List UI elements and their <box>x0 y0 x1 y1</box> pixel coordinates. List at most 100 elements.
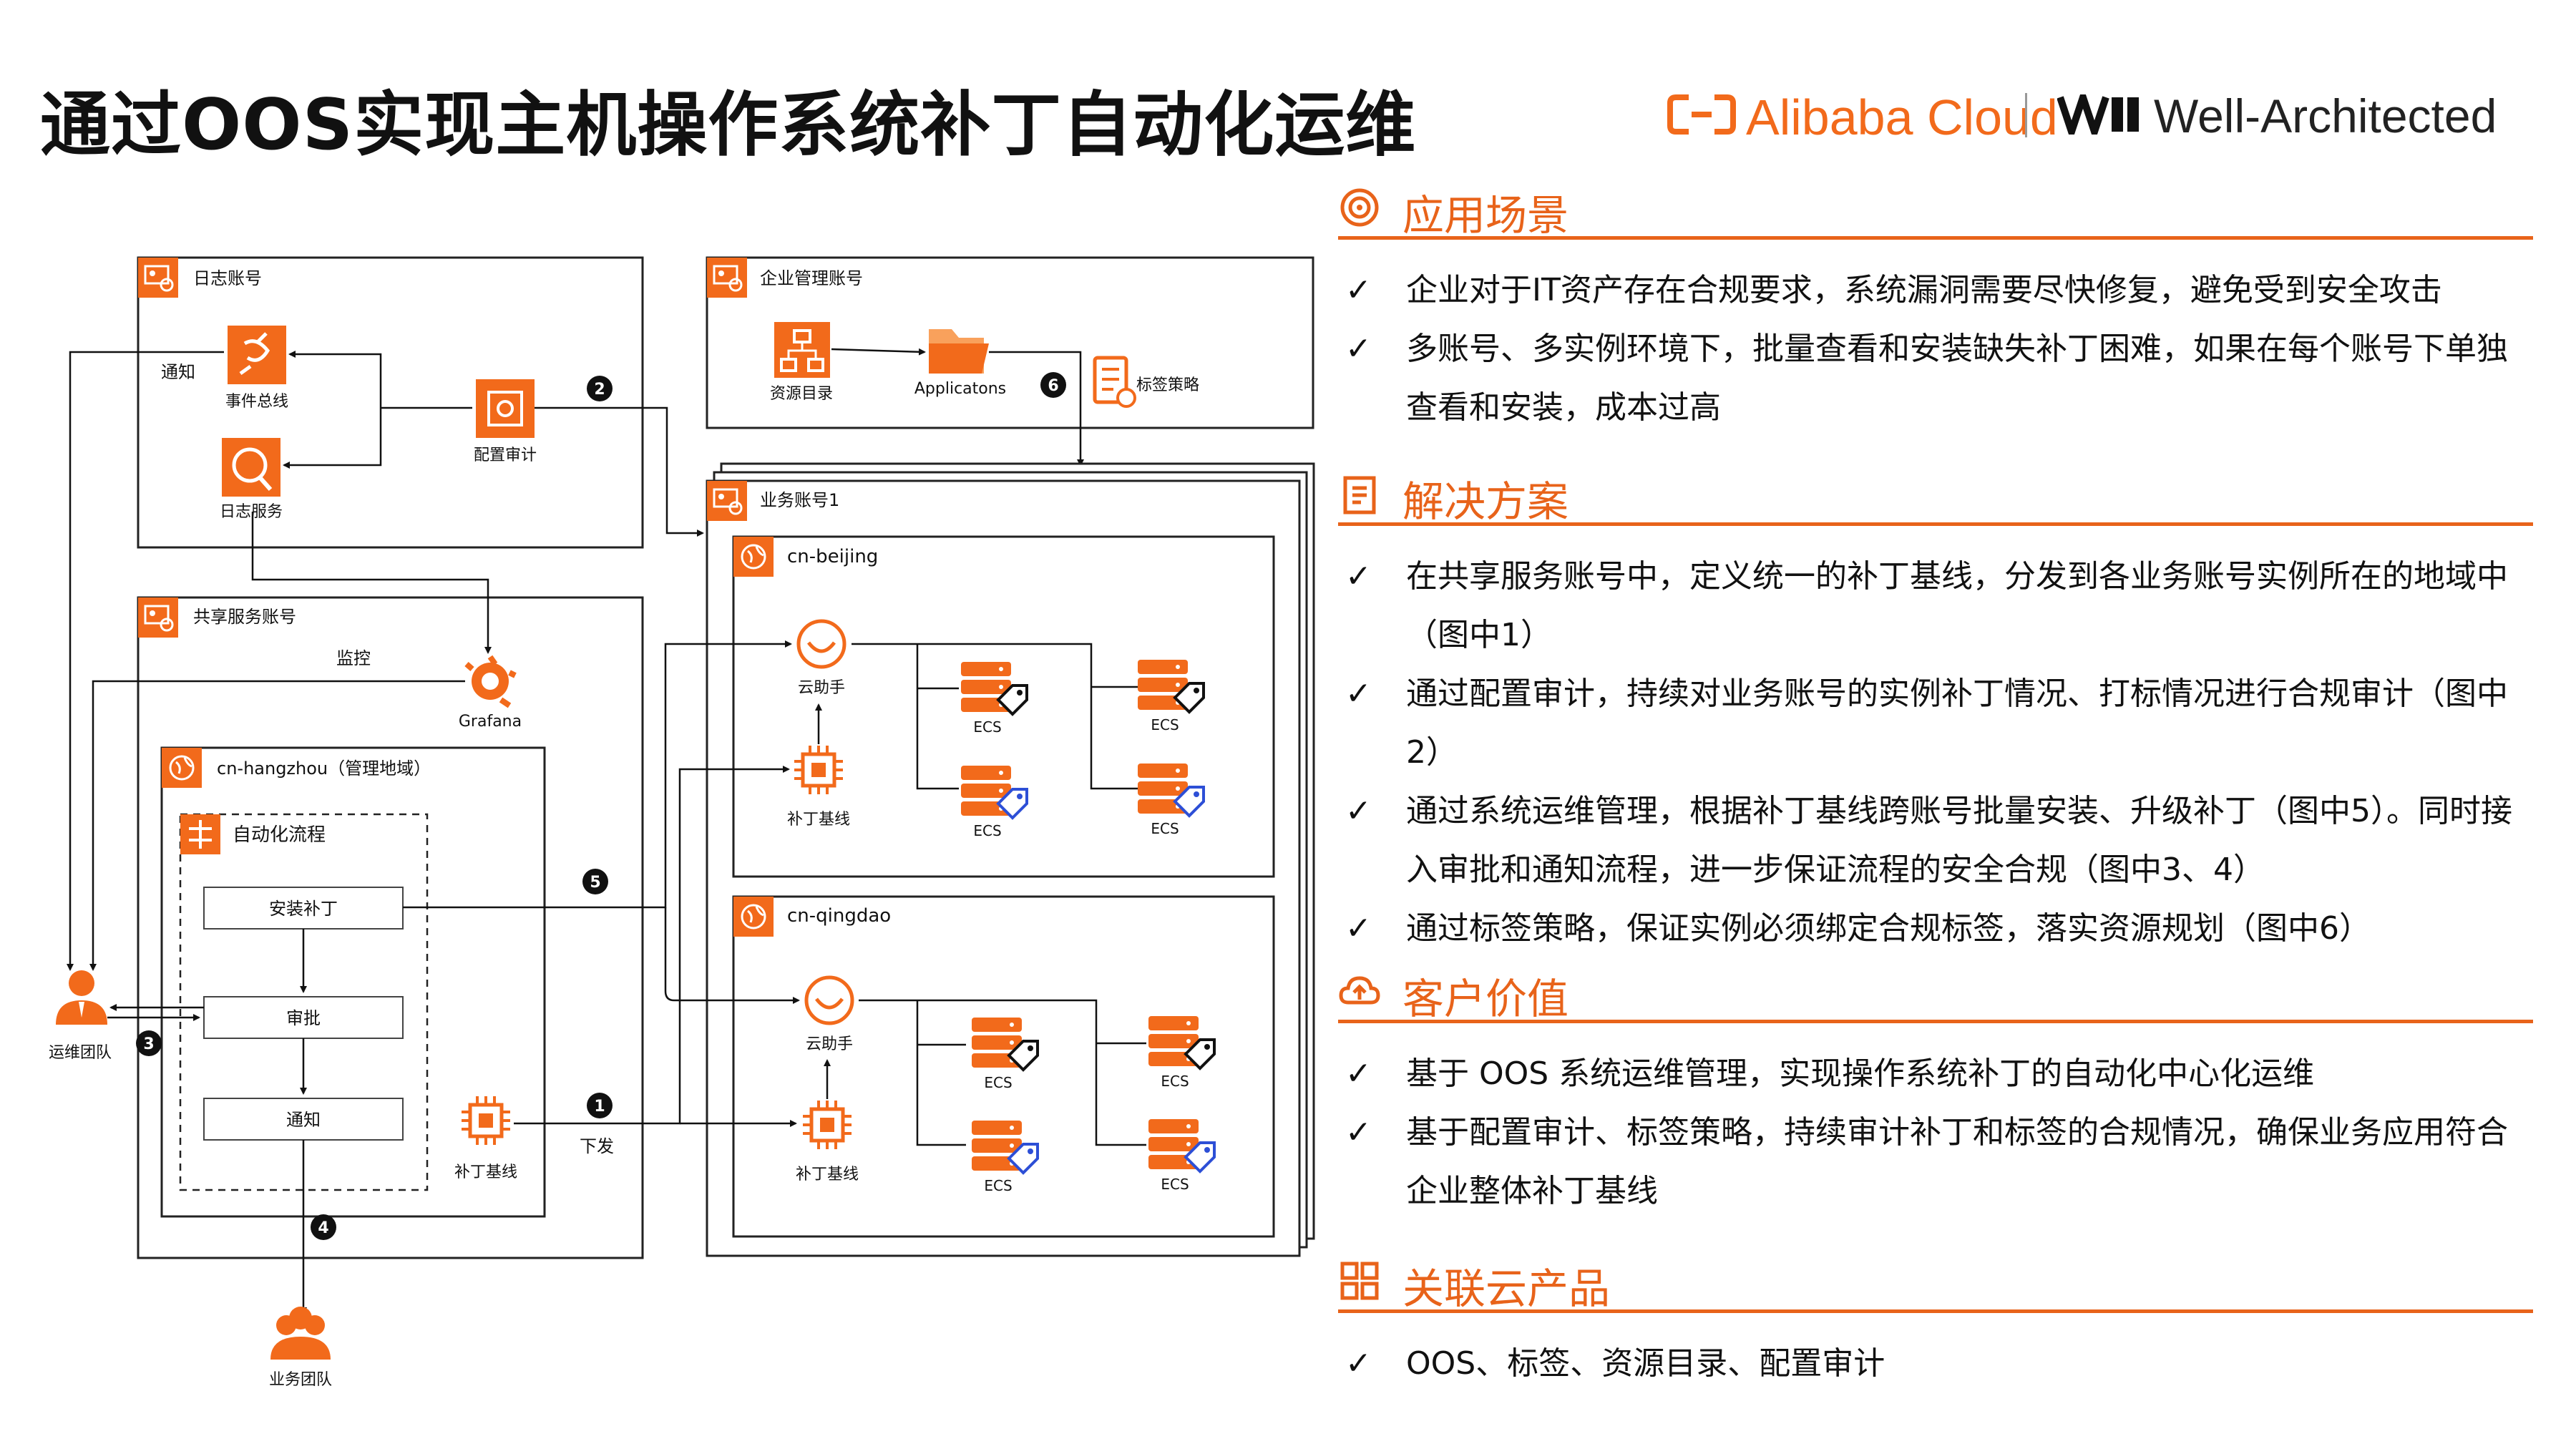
grid-icon <box>1340 1262 1379 1300</box>
baseline-label: 补丁基线 <box>796 1166 859 1184</box>
section-divider <box>1338 1020 2533 1023</box>
beijing-label: cn-beijing <box>787 546 878 567</box>
notify-step <box>203 1098 404 1141</box>
monitor-label: 监控 <box>336 648 371 668</box>
eventbridge-label: 事件总线 <box>225 393 288 411</box>
grafana-label: Grafana <box>459 713 522 731</box>
workflow-box <box>179 813 429 1191</box>
alibaba-cloud-logo-icon <box>1667 94 1736 135</box>
arrow-install-to-qingdao <box>664 907 800 1004</box>
assistant-to-ecs-lines <box>859 999 1146 1146</box>
config-audit-label: 配置审计 <box>474 447 537 464</box>
well-architected-wordmark: Well-Architected <box>2154 89 2497 142</box>
assistant-label: 云助手 <box>798 679 845 697</box>
notify-label: 通知 <box>161 362 195 382</box>
hangzhou-label: cn-hangzhou（管理地域） <box>217 758 431 779</box>
shared-account-label: 共享服务账号 <box>193 607 296 627</box>
resource-directory-icon <box>774 322 830 378</box>
biz-account-label: 业务账号1 <box>760 490 839 510</box>
section-products-header: 关联云产品 <box>1331 1252 2533 1313</box>
eventbridge-icon <box>228 326 286 384</box>
approve-label: 审批 <box>286 1008 321 1028</box>
clipboard-icon <box>1343 476 1376 514</box>
arrow-rd-to-apps <box>831 348 926 356</box>
ecs-label: ECS <box>973 822 1001 839</box>
folder-icon <box>929 329 989 374</box>
ecs-label: ECS <box>1151 820 1179 837</box>
dispatch-label: 下发 <box>580 1136 614 1156</box>
account-icon <box>706 256 748 299</box>
notify-step-label: 通知 <box>286 1110 321 1130</box>
workflow-label: 自动化流程 <box>233 824 326 846</box>
log-account-label: 日志账号 <box>193 268 262 288</box>
alibaba-cloud-wordmark: Alibaba Cloud <box>1746 89 2058 145</box>
arrow-eventbridge-to-ops <box>67 351 224 971</box>
applications-label: Applicatons <box>914 380 1006 398</box>
approve-step <box>203 996 404 1039</box>
arrow-logservice-to-grafana <box>251 512 492 654</box>
log-service-icon <box>222 438 280 497</box>
section-divider <box>1338 522 2533 526</box>
section-solution-header: 解决方案 <box>1331 465 2533 526</box>
ecs-label: ECS <box>984 1177 1012 1194</box>
account-icon <box>706 479 748 522</box>
biz-team-label: 业务团队 <box>269 1371 332 1389</box>
assistant-label: 云助手 <box>806 1035 853 1053</box>
ops-team-icon <box>56 970 107 1025</box>
ops-team-label: 运维团队 <box>49 1044 112 1062</box>
svg-text:2: 2 <box>594 381 605 399</box>
patch-baseline-icon <box>462 1096 510 1145</box>
log-account-box <box>137 256 644 549</box>
assistant-to-ecs-lines <box>852 643 1138 790</box>
config-audit-icon <box>476 379 535 438</box>
step-badge-5: 5 <box>582 869 608 894</box>
svg-text:1: 1 <box>594 1098 605 1116</box>
step-badge-1: 1 <box>587 1093 613 1118</box>
page-title: 通过OOS实现主机操作系统补丁自动化运维 <box>40 84 1417 166</box>
section-title: 客户价值 <box>1402 975 1569 1023</box>
log-service-label: 日志服务 <box>220 503 283 521</box>
arrow-grafana-to-ops <box>89 680 465 971</box>
arrow-config-to-eventbridge <box>288 351 382 408</box>
account-icon <box>137 256 180 299</box>
svg-text:3: 3 <box>143 1035 154 1053</box>
account-icon <box>137 596 180 639</box>
arrow-tag-policy-to-biz <box>989 351 1084 467</box>
svg-text:4: 4 <box>318 1219 328 1237</box>
section-scenario-header: 应用场景 <box>1331 179 2533 240</box>
svg-text:5: 5 <box>590 874 600 892</box>
region-icon <box>732 535 775 578</box>
section-divider <box>1338 236 2533 240</box>
architecture-diagram: 日志账号 事件总线 日志服务 配置审计 通知 企业管理账号 资源目录 Appli… <box>49 256 1315 1389</box>
brand-header: Alibaba Cloud Well-Architected <box>1667 84 2555 149</box>
workflow-icon <box>180 814 220 854</box>
section-value-header: 客户价值 <box>1331 962 2533 1023</box>
region-icon <box>160 746 203 789</box>
step-badge-3: 3 <box>136 1030 162 1056</box>
well-architected-logo-icon <box>2057 94 2139 135</box>
ecs-label: ECS <box>1151 716 1179 733</box>
qingdao-label: cn-qingdao <box>787 905 891 927</box>
patch-baseline-icon <box>803 1101 852 1149</box>
patch-baseline-icon <box>794 746 843 794</box>
target-icon <box>1340 188 1379 227</box>
section-divider <box>1338 1309 2533 1313</box>
step-badge-2: 2 <box>587 376 613 401</box>
resource-directory-label: 资源目录 <box>770 385 833 403</box>
enterprise-account-label: 企业管理账号 <box>760 268 863 288</box>
step-badge-4: 4 <box>311 1214 336 1240</box>
ecs-label: ECS <box>973 718 1001 736</box>
grafana-icon <box>464 655 517 708</box>
cloud-upload-icon <box>1339 976 1380 1005</box>
arrow-install-to-beijing <box>403 640 792 909</box>
arrow-config-to-biz <box>535 406 704 537</box>
section-title: 应用场景 <box>1402 191 1569 240</box>
tag-policy-icon <box>1093 356 1136 408</box>
biz-team-icon <box>270 1307 331 1360</box>
patch-baseline-label: 补丁基线 <box>454 1163 517 1181</box>
baseline-label: 补丁基线 <box>787 811 850 829</box>
step-badge-6: 6 <box>1040 372 1066 398</box>
ecs-label: ECS <box>1161 1176 1189 1193</box>
tag-policy-label: 标签策略 <box>1136 376 1199 394</box>
section-title: 解决方案 <box>1402 477 1569 526</box>
